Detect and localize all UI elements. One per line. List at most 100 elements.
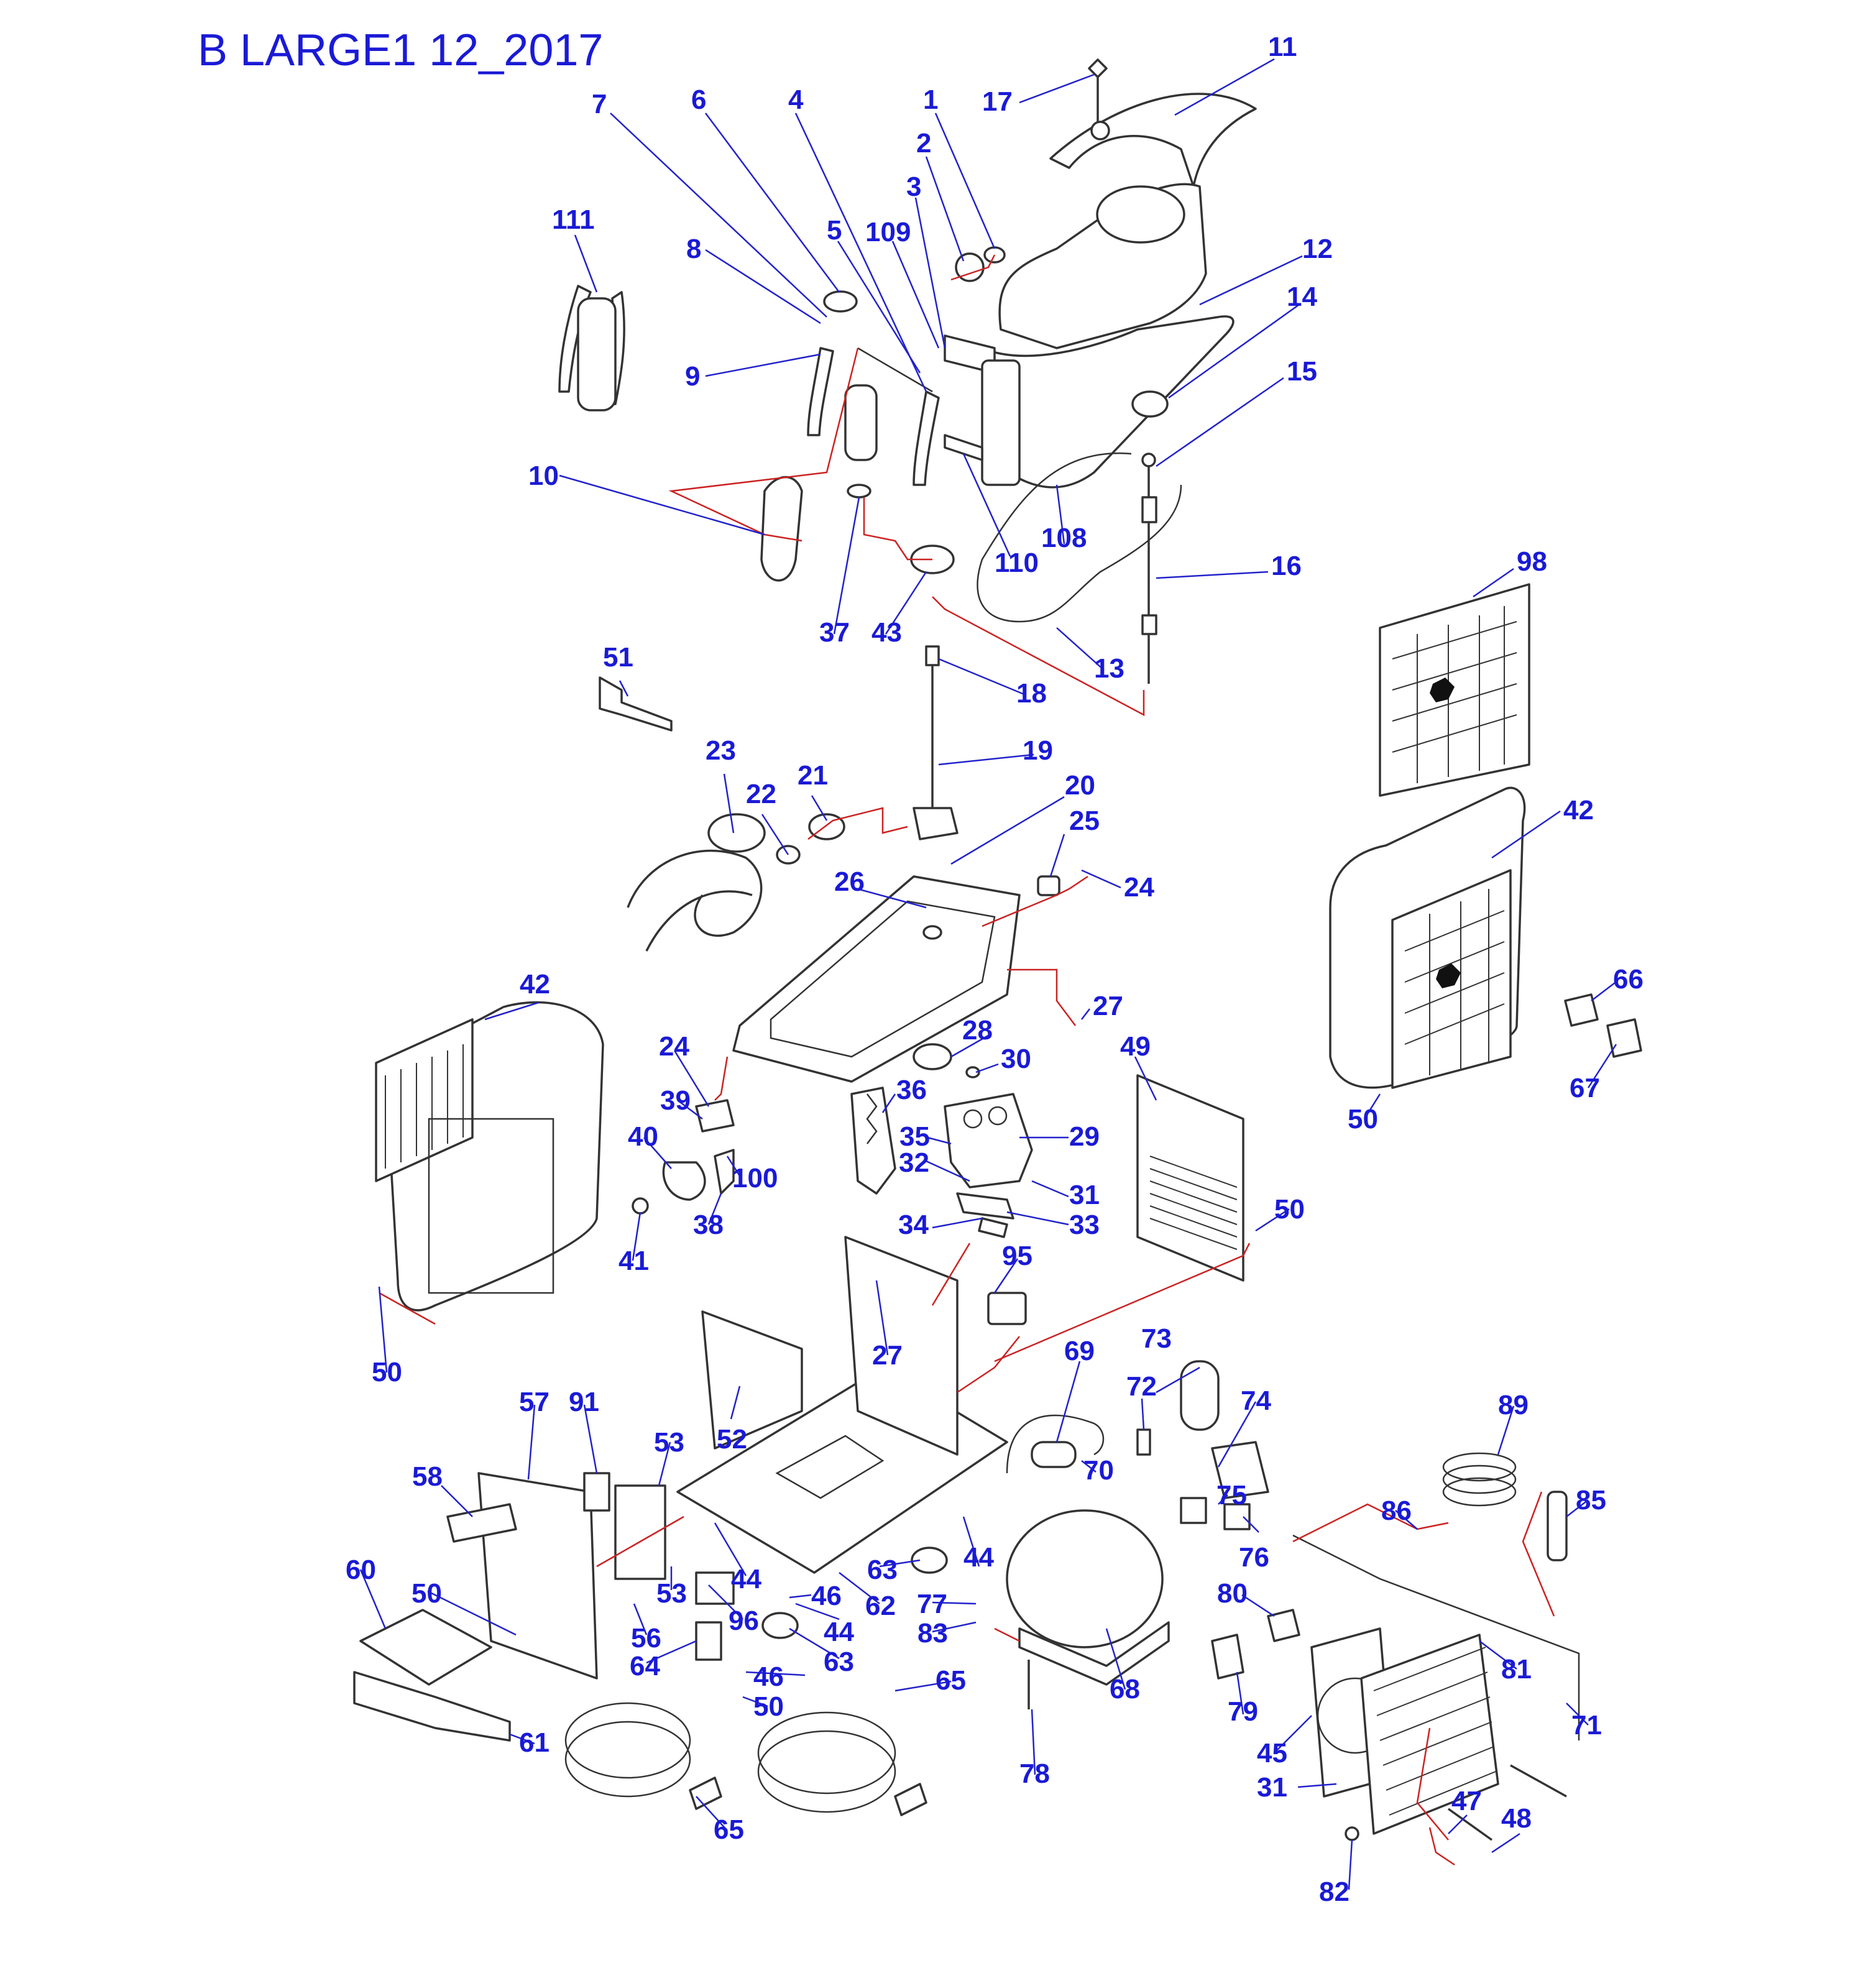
callout-85: 85 (1576, 1485, 1606, 1515)
part-rear-vent-panel (1136, 1074, 1244, 1282)
callout-50-left: 50 (372, 1357, 402, 1387)
part-tap-oring (847, 484, 871, 499)
part-dehydration-filter (1547, 1491, 1568, 1561)
callout-83: 83 (917, 1618, 948, 1648)
part-power-plug-1 (689, 1777, 722, 1810)
callout-100: 100 (732, 1163, 778, 1193)
part-long-screw-1 (1510, 1764, 1567, 1798)
callout-56: 56 (631, 1623, 661, 1653)
assembly-lines (379, 254, 1555, 1866)
part-shaft-elbow (913, 807, 959, 840)
part-foot-1 (761, 1612, 799, 1639)
callout-28: 28 (962, 1015, 993, 1046)
callout-67: 67 (1570, 1073, 1600, 1103)
callout-26: 26 (834, 867, 865, 897)
callout-70: 70 (1083, 1455, 1114, 1486)
callout-30: 30 (1001, 1044, 1031, 1074)
callout-5: 5 (827, 215, 842, 246)
callout-91: 91 (569, 1387, 599, 1417)
part-relay-terminal (1136, 1428, 1151, 1456)
part-dispenser-body (577, 297, 617, 411)
callout-50-bottom: 50 (753, 1691, 784, 1722)
part-fuse-holder (583, 1472, 610, 1512)
part-cable-clamp (446, 1503, 517, 1543)
part-frame-rear-upright (844, 1236, 959, 1456)
part-terminal-cover (1211, 1441, 1269, 1499)
part-magnet-plate (956, 1192, 1014, 1220)
part-fan-bracket (1211, 1634, 1244, 1680)
part-motor-mount (913, 1043, 952, 1070)
part-evaporator-hole (922, 925, 942, 940)
part-panel-grille-left (375, 1018, 474, 1182)
callout-50-rear: 50 (1274, 1194, 1305, 1225)
callout-78: 78 (1019, 1758, 1050, 1789)
callout-61: 61 (519, 1727, 549, 1758)
part-evaporator-inner (770, 900, 996, 1058)
callout-53-top: 53 (654, 1427, 684, 1458)
part-power-cord-coil-2b (757, 1730, 896, 1813)
part-panel-grille-right (1391, 869, 1512, 1089)
part-switch-bracket (695, 1099, 735, 1133)
part-auger-bearing (808, 813, 845, 840)
callout-29: 29 (1069, 1121, 1100, 1152)
callout-65-bottom: 65 (714, 1814, 744, 1845)
callout-47: 47 (1451, 1786, 1482, 1816)
part-switch-socket (1564, 993, 1599, 1027)
callout-44-bottom: 44 (824, 1617, 854, 1647)
callout-50-mid: 50 (412, 1578, 442, 1609)
part-capillary-loop (1006, 1414, 1105, 1474)
callout-18: 18 (1016, 678, 1047, 709)
callout-81: 81 (1501, 1654, 1532, 1685)
part-tube-loop (977, 452, 1182, 623)
callout-42-left: 42 (520, 969, 550, 1000)
callout-24-top: 24 (1124, 872, 1154, 903)
part-base-plate-cutouts (775, 1435, 885, 1499)
part-spring-switch (850, 1087, 896, 1195)
callout-73: 73 (1141, 1323, 1172, 1354)
callout-63-top: 63 (867, 1555, 898, 1585)
callout-98: 98 (1517, 546, 1547, 577)
callout-89: 89 (1498, 1390, 1529, 1420)
part-tap-lever-2 (913, 390, 940, 486)
callout-27-top: 27 (1093, 991, 1123, 1021)
callout-43: 43 (871, 617, 902, 648)
part-refrigerant-pipe (1292, 1534, 1580, 1740)
callout-66: 66 (1613, 964, 1644, 995)
part-auger (627, 849, 763, 952)
part-capillary-coil (1442, 1452, 1517, 1482)
part-spout-column (981, 359, 1021, 486)
part-overload (1180, 1497, 1207, 1524)
callout-64: 64 (630, 1651, 660, 1681)
part-gear-1 (963, 1109, 983, 1129)
part-grille-filter (1379, 583, 1530, 797)
callout-7: 7 (592, 89, 607, 119)
callout-41: 41 (618, 1246, 649, 1276)
callout-21: 21 (798, 760, 828, 791)
part-cam (662, 1161, 706, 1201)
callout-82: 82 (1319, 1877, 1350, 1907)
part-mount-washer (965, 1066, 980, 1078)
part-power-cord-coil-1 (564, 1702, 691, 1779)
callout-110: 110 (995, 548, 1039, 578)
part-long-screw-2 (1447, 1808, 1493, 1841)
callout-37: 37 (819, 617, 850, 648)
leader-lines (359, 58, 1618, 1890)
part-auger-hub (707, 813, 766, 853)
part-left-panel-opening (428, 1118, 554, 1294)
callout-4: 4 (788, 85, 804, 115)
callout-74: 74 (1241, 1386, 1271, 1416)
part-drip-tray (353, 1671, 511, 1742)
part-start-capacitor (1180, 1360, 1220, 1431)
callout-111: 111 (552, 205, 595, 235)
callout-46-bottom: 46 (753, 1662, 784, 1692)
part-gear-2 (988, 1106, 1008, 1126)
callout-12: 12 (1302, 234, 1333, 264)
callout-42-right: 42 (1563, 795, 1594, 825)
callout-51: 51 (603, 642, 633, 673)
part-terminal-block (695, 1571, 735, 1605)
callout-40: 40 (628, 1121, 658, 1152)
callout-27-bottom: 27 (872, 1340, 903, 1371)
part-lower-bracket (944, 434, 983, 461)
part-condenser-fins (1373, 1647, 1496, 1816)
part-power-cord-coil-1b (564, 1721, 691, 1798)
